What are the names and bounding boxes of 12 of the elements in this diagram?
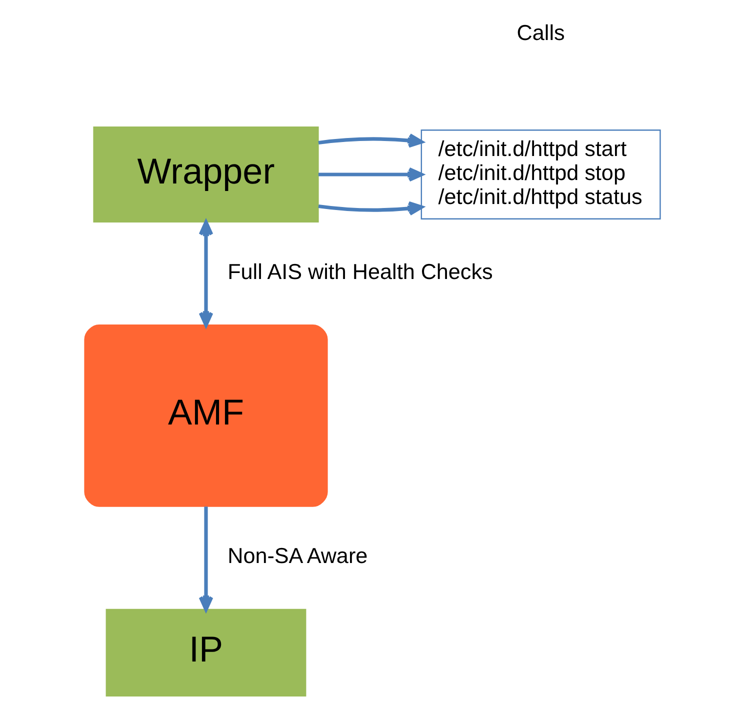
arrow	[198, 220, 213, 327]
edge-label: Non-SA Aware	[227, 543, 368, 568]
arrow	[318, 133, 423, 148]
arrow	[198, 506, 213, 612]
node-box: IP	[105, 608, 306, 696]
label: Calls	[516, 20, 564, 45]
arrow	[318, 201, 423, 216]
edge-label: Full AIS with Health Checks	[227, 258, 492, 284]
node-box: Wrapper	[92, 126, 318, 222]
node-box: AMF	[84, 324, 328, 507]
arrow	[318, 167, 423, 182]
node-box: /etc/init.d/httpd start /etc/init.d/httpd stop /etc/init.d/httpd status	[420, 130, 660, 220]
